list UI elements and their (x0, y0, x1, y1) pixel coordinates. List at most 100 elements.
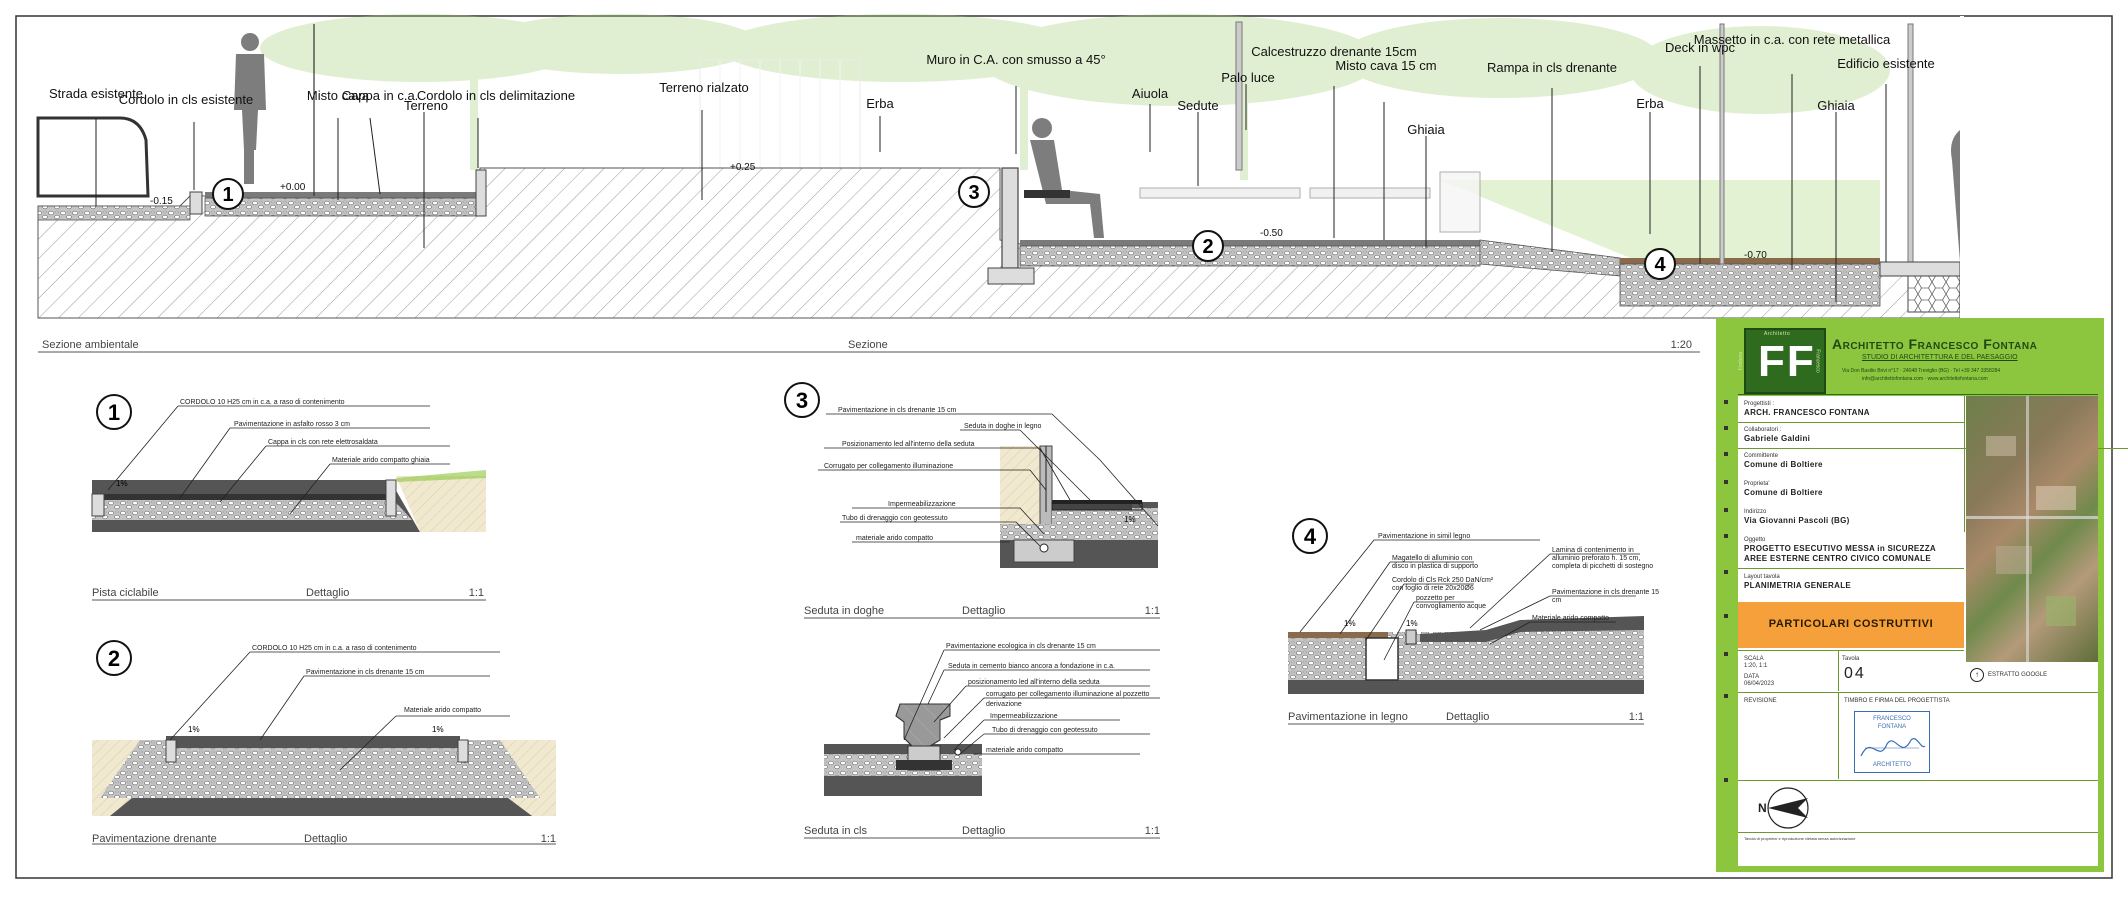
detail-3b-note-6: Impermeabilizzazione (990, 713, 1058, 720)
studio-address: Via Don Basilio Brivi n°17 · 24048 Trevi… (1842, 368, 2001, 374)
detail-3a-scale: 1:1 (1145, 605, 1160, 617)
label-terreno-rialzato: Terreno rialzato (659, 80, 749, 95)
footer-text: Tavola di proprieta' e riproduzione viet… (1744, 836, 1856, 841)
detail-3a-slope: 1% (1124, 515, 1136, 524)
detail-3-number: 3 (796, 388, 808, 413)
level-minus-050: -0.50 (1260, 228, 1283, 239)
section-label-texts: Strada esistente Cordolo in cls esistent… (49, 32, 1935, 137)
label-edificio: Edificio esistente (1837, 56, 1935, 71)
field-layout-value: PLANIMETRIA GENERALE (1744, 581, 1852, 590)
label-erba-2: Erba (1636, 96, 1664, 111)
field-collaboratori-label: Collaboratori : (1744, 427, 1782, 433)
detail-2-number: 2 (108, 646, 120, 671)
north-arrow-icon: N (1758, 787, 1809, 829)
field-layout: Layout tavola PLANIMETRIA GENERALE (1738, 568, 1964, 595)
detail-1: 1 CORDOLO 10 H25 cm in c.a. a raso di co… (91, 394, 486, 601)
detail-3b-note-8: materiale arido compatto (986, 747, 1063, 754)
label-rampa: Rampa in cls drenante (1487, 60, 1617, 75)
detail-4-note-7: convogliamento acque (1416, 603, 1486, 610)
field-progettisti-label: Progettisti : (1744, 401, 1775, 407)
detail-3b-name: Seduta in cls (804, 825, 867, 837)
footer-cell: Tavola di proprieta' e riproduzione viet… (1738, 832, 2098, 845)
north-small-icon: ↑ (1970, 668, 1984, 682)
detail-3a-type: Dettaglio (962, 605, 1005, 617)
title-block: FF Architetto Fontana Francesco Architet… (1716, 318, 2128, 872)
detail-3b-note-3: posizionamento led all'interno della sed… (968, 679, 1100, 686)
professional-stamp: FRANCESCO FONTANA ARCHITETTO (1854, 711, 1930, 773)
marker-2: 2 (1202, 236, 1213, 258)
detail-1-scale: 1:1 (469, 587, 484, 599)
label-deck: Deck in wpc (1665, 40, 1736, 55)
logo-side-right: Francesco (1814, 349, 1821, 373)
detail-1-type: Dettaglio (306, 587, 349, 599)
detail-1-slope: 1% (116, 479, 128, 488)
north-cell: N (1738, 780, 2098, 833)
detail-4-name: Pavimentazione in legno (1288, 711, 1408, 723)
detail-1-note-4: Materiale arido compatto ghiaia (332, 457, 430, 464)
stamp-line-2: FONTANA (1877, 724, 1907, 730)
title-body: Progettisti : Arch. Francesco Fontana Co… (1738, 396, 2128, 866)
detail-2-slope-right: 1% (432, 725, 444, 734)
detail-4-note-12: cm (1552, 597, 1562, 604)
section-leaders (95, 66, 1887, 302)
logo-letters: FF (1758, 337, 1816, 386)
detail-4-type: Dettaglio (1446, 711, 1489, 723)
detail-2-slope-left: 1% (188, 725, 200, 734)
revisione-cell: Revisione (1738, 692, 1839, 779)
svg-text:N: N (1758, 801, 1767, 815)
main-section (36, 14, 1964, 319)
label-aiuola: Aiuola (1132, 86, 1169, 101)
scala-value: 1:20, 1:1 (1744, 663, 1768, 669)
detail-1-note-3: Cappa in cls con rete elettrosaldata (268, 439, 378, 446)
detail-2-note-3: Materiale arido compatto (404, 707, 481, 714)
label-calcestruzzo: Calcestruzzo drenante 15cm (1251, 44, 1416, 59)
field-proprieta-value: Comune di Boltiere (1744, 488, 1823, 497)
title-header: FF Architetto Fontana Francesco Architet… (1738, 324, 2098, 395)
section-markers: 1 2 3 4 (212, 176, 1676, 280)
detail-4: 4 Pavimentazione in simil legno Magatell… (1288, 518, 1659, 725)
detail-3b-note-1: Pavimentazione ecologica in cls drenante… (946, 643, 1096, 650)
estratto-label: Estratto Google (1988, 672, 2048, 678)
bullet-column (1722, 396, 1736, 866)
field-oggetto: Oggetto PROGETTO ESECUTIVO MESSA in SICU… (1738, 532, 1964, 564)
scala-label: Scala (1744, 656, 1764, 662)
scala-cell: Scala 1:20, 1:1 Data 06/04/2023 (1738, 650, 1839, 691)
label-sedute: Sedute (1177, 98, 1218, 113)
stamp-line-1: FRANCESCO (1873, 716, 1911, 722)
field-layout-label: Layout tavola (1744, 574, 1780, 580)
tavola-value: 04 (1844, 665, 1866, 682)
caption-scale: 1:20 (1671, 339, 1692, 351)
detail-4-note-10: completa di picchetti di sostegno (1552, 563, 1653, 570)
marker-1: 1 (222, 184, 233, 206)
detail-3b-note-5: derivazione (986, 701, 1022, 708)
field-committente-label: Committente (1744, 453, 1779, 459)
data-label: Data (1744, 674, 1760, 680)
field-indirizzo-value: Via Giovanni Pascoli (BG) (1744, 516, 1850, 525)
label-cordolo-delimitazione: Cordolo in cls delimitazione (417, 88, 575, 103)
detail-3a-note-7: materiale arido compatto (856, 535, 933, 542)
detail-4-number: 4 (1304, 524, 1317, 549)
label-ghiaia-2: Ghiaia (1817, 98, 1855, 113)
studio-logo: FF Architetto Fontana Francesco (1738, 328, 1826, 394)
detail-3b: Pavimentazione ecologica in cls drenante… (804, 643, 1160, 839)
detail-3a-note-6: Tubo di drenaggio con geotessuto (842, 515, 948, 522)
detail-2-name: Pavimentazione drenante (92, 833, 217, 845)
detail-4-scale: 1:1 (1629, 711, 1644, 723)
label-misto-cava: Misto cava (307, 88, 370, 103)
detail-3b-note-7: Tubo di drenaggio con geotessuto (992, 727, 1098, 734)
stamp-line-3: ARCHITETTO (1872, 762, 1912, 768)
revisione-label: Revisione (1744, 698, 1777, 704)
label-strada: Strada esistente (49, 86, 143, 101)
sheet-frame (15, 15, 2113, 879)
detail-3a-name: Seduta in doghe (804, 605, 884, 617)
level-minus-015: -0.15 (150, 196, 173, 207)
cyclist-figure (234, 33, 266, 184)
banner-text: PARTICOLARI COSTRUTTIVI (1768, 618, 1934, 630)
level-minus-070: -0.70 (1744, 250, 1767, 261)
label-erba-1: Erba (866, 96, 894, 111)
detail-3b-note-4: corrugato per collegamento illuminazione… (986, 691, 1150, 698)
detail-1-note-1: CORDOLO 10 H25 cm in c.a. a raso di cont… (180, 399, 345, 406)
detail-3b-note-2: Seduta in cemento bianco ancora a fondaz… (948, 663, 1115, 670)
